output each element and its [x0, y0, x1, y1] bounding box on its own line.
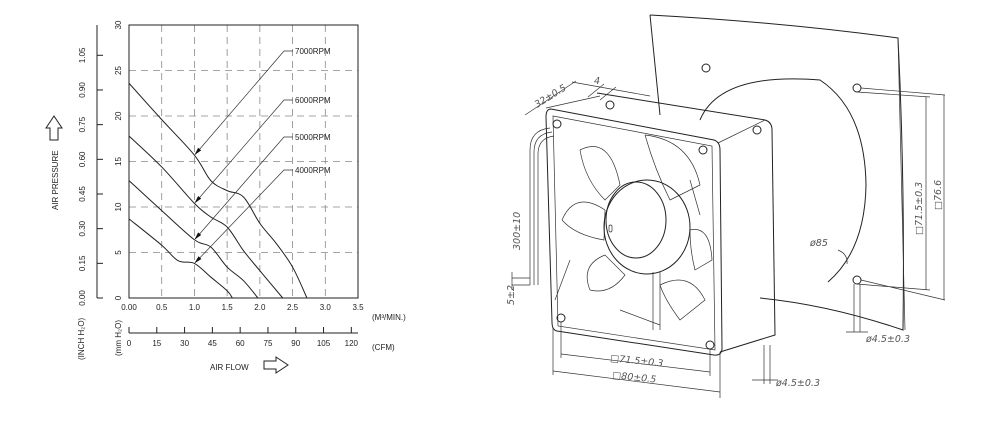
y-tick-label: 25	[114, 66, 123, 75]
inch-tick-label: 0.00	[78, 290, 87, 306]
panel-hole	[852, 83, 862, 93]
leader-line	[195, 50, 293, 155]
fan-hub	[603, 179, 691, 275]
panel-cutout	[699, 78, 867, 283]
x-tick-label: 1.5	[222, 303, 234, 312]
fan-hole	[705, 340, 715, 350]
panel-hole	[852, 275, 862, 285]
fan-back-frame	[596, 92, 776, 353]
x-tick-label: 3.5	[352, 303, 364, 312]
leader-arrowhead-icon	[194, 232, 202, 240]
cfm-tick-label: 105	[317, 339, 331, 348]
curve-6000rpm	[128, 135, 284, 299]
x-tick-label: 2.0	[254, 303, 266, 312]
lead-wires	[529, 127, 555, 285]
cfm-tick-label: 75	[264, 339, 273, 348]
inch-tick-label: 0.75	[78, 116, 87, 132]
y-tick-label: 15	[114, 157, 123, 166]
series-label: 5000RPM	[295, 133, 331, 142]
cfm-tick-label: 0	[127, 339, 132, 348]
fan-strut	[652, 272, 661, 330]
inch-tick-label: 0.90	[78, 82, 87, 98]
inch-tick-label: 0.30	[78, 220, 87, 236]
inch-tick-label: 0.45	[78, 186, 87, 202]
front-pitch-label: □71.5±0.3	[610, 353, 664, 370]
air-pressure-arrow-icon	[45, 115, 63, 141]
y-tick-label: 0	[114, 295, 123, 300]
panel-hole	[701, 63, 711, 73]
leader-line	[195, 136, 293, 239]
leader-arrowhead-icon	[194, 196, 202, 204]
fan-drawing: □71.5±0.3 □76.6 ø85 ø4.5±0.3	[506, 14, 946, 398]
cfm-tick-label: 90	[291, 339, 300, 348]
series-label: 7000RPM	[295, 47, 331, 56]
x-units-primary: (M³/MIN.)	[372, 313, 406, 322]
leader-line	[195, 99, 293, 203]
panel-square-label: □76.6	[933, 180, 944, 210]
y-tick-label: 30	[114, 20, 123, 29]
frame-size-dimension-line	[552, 370, 721, 393]
frame-size-label: □80±0.5	[612, 370, 657, 386]
curve-5000rpm	[128, 180, 259, 299]
strip-length-label: 5±2	[506, 285, 517, 305]
cfm-tick-label: 15	[152, 339, 161, 348]
y-units-primary: (mm H₂O)	[114, 320, 123, 356]
leader-arrowhead-icon	[194, 147, 202, 156]
cfm-tick-label: 120	[345, 339, 359, 348]
cfm-tick-label: 60	[236, 339, 245, 348]
x-axis-label: AIR FLOW	[210, 363, 249, 372]
y-tick-label: 20	[114, 111, 123, 120]
cfm-tick-label: 45	[208, 339, 217, 348]
inch-tick-label: 0.15	[78, 255, 87, 271]
y-units-secondary: (INCH H₂O)	[77, 317, 86, 360]
depth-label: 32±0.5	[533, 83, 569, 111]
inch-tick-labels: 0.00 0.15 0.30 0.45 0.60 0.75 0.90 1.05	[78, 47, 103, 306]
x-tick-label: 2.5	[287, 303, 299, 312]
series-label: 4000RPM	[295, 166, 331, 175]
fan-hole-diameter-label: ø4.5±0.3	[775, 378, 820, 389]
performance-chart: 0.00 0.5 1.0 1.5 2.0 2.5 3.0 3.5 0 5 10 15 20 25 30 0…	[45, 20, 406, 374]
front-pitch-dimension-line	[560, 353, 711, 373]
gridlines	[129, 25, 358, 298]
fan-blades	[554, 134, 713, 326]
curves	[128, 82, 308, 299]
y-axis-label: AIR PRESSURE	[51, 150, 60, 210]
panel-hole-diameter-label: ø4.5±0.3	[865, 334, 910, 345]
air-flow-arrow-icon	[263, 356, 289, 374]
fan-hole	[698, 145, 708, 155]
panel-pitch-label: □71.5±0.3	[914, 182, 925, 235]
x-tick-labels: 0.00 0.5 1.0 1.5 2.0 2.5 3.0 3.5	[121, 303, 364, 312]
x-units-secondary: (CFM)	[372, 343, 395, 352]
inch-tick-label: 0.60	[78, 151, 87, 167]
plot-frame	[128, 24, 359, 299]
y-tick-label: 5	[114, 250, 123, 255]
leader-arrowhead-icon	[194, 256, 202, 264]
fan-hole	[556, 313, 566, 323]
rpm-labels: 7000RPM 6000RPM 5000RPM 4000RPM	[194, 47, 331, 264]
curve-4000rpm	[128, 218, 233, 299]
inch-tick-label: 1.05	[78, 47, 87, 63]
y-tick-labels: 0 5 10 15 20 25 30	[114, 20, 123, 300]
leader-line	[195, 169, 293, 263]
x-tick-label: 0.00	[121, 303, 137, 312]
series-label: 6000RPM	[295, 96, 331, 105]
x-tick-label: 3.0	[320, 303, 332, 312]
lead-length-label: 300±10	[512, 212, 523, 250]
cfm-tick-label: 30	[180, 339, 189, 348]
cutout-diameter-label: ø85	[809, 238, 828, 249]
fan-hub-cap	[605, 181, 667, 259]
cfm-tick-labels: 0 15 30 45 60 75 90 105 120	[127, 327, 359, 348]
mounting-panel	[649, 14, 904, 331]
y-tick-label: 10	[114, 202, 123, 211]
x-tick-label: 0.5	[156, 303, 168, 312]
flange-label: 4	[594, 76, 600, 87]
curve-7000rpm	[128, 82, 308, 299]
fan-front-frame	[545, 108, 723, 356]
fan-hole	[552, 119, 562, 129]
x-tick-label: 1.0	[189, 303, 201, 312]
